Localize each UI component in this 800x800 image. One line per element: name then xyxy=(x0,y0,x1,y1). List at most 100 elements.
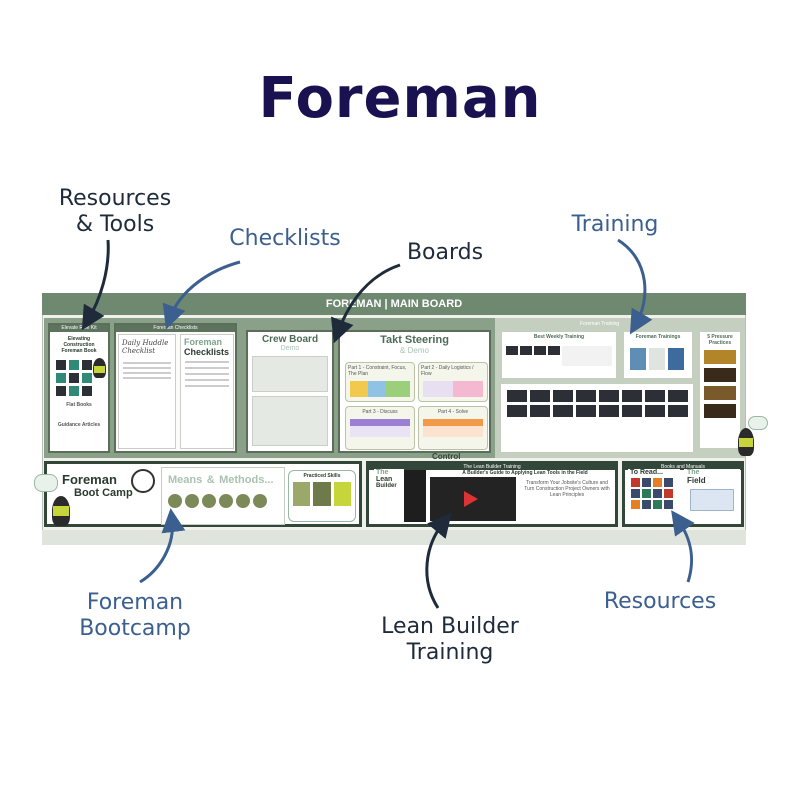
bootcamp-photo[interactable] xyxy=(253,494,267,508)
training-thumb[interactable] xyxy=(668,348,684,370)
training-weekly[interactable]: Best Weekly Training xyxy=(500,330,618,380)
video-thumb[interactable] xyxy=(548,346,560,355)
training-thumb[interactable] xyxy=(630,348,646,370)
checklist-page-right[interactable]: Foreman Checklists xyxy=(180,334,234,449)
callout-resources-tools: Resources & Tools xyxy=(40,186,190,238)
to-read-card[interactable]: To Read... xyxy=(628,469,680,523)
video-thumb[interactable] xyxy=(553,390,573,402)
resource-thumb[interactable] xyxy=(56,360,66,370)
resource-thumb[interactable] xyxy=(56,373,66,383)
checklist-page-left[interactable]: Daily Huddle Checklist xyxy=(118,334,176,449)
training-pressure-practices[interactable]: 5 Pressure Practices xyxy=(698,330,742,450)
takt-part-3[interactable]: Part 3 - Discuss xyxy=(345,406,415,450)
books-grid xyxy=(628,476,680,511)
means-methods-card[interactable]: Means & Methods... xyxy=(161,467,285,525)
takt-subtitle: & Demo xyxy=(340,346,489,355)
book-thumb[interactable] xyxy=(642,500,651,509)
means-amp: & xyxy=(206,474,215,486)
checklist-line xyxy=(185,379,229,381)
video-thumb[interactable] xyxy=(668,390,688,402)
resource-thumb[interactable] xyxy=(69,373,79,383)
book-thumb[interactable] xyxy=(631,489,640,498)
practice-thumb[interactable] xyxy=(704,368,736,382)
checklist-line xyxy=(185,367,229,369)
means-methods-heading: Means & Methods... xyxy=(162,468,284,490)
lean-book-builder: Builder xyxy=(376,483,397,489)
book-thumb[interactable] xyxy=(631,500,640,509)
video-thumb[interactable] xyxy=(576,390,596,402)
bootcamp-seal-icon xyxy=(131,469,155,493)
video-thumb[interactable] xyxy=(507,405,527,417)
video-thumb[interactable] xyxy=(599,390,619,402)
book-thumb[interactable] xyxy=(664,478,673,487)
takt-part-4[interactable]: Part 4 - Solve xyxy=(418,406,488,450)
practiced-photo[interactable] xyxy=(333,482,351,506)
board-footer xyxy=(42,530,746,545)
speech-bubble-icon xyxy=(34,474,58,492)
book-thumb[interactable] xyxy=(653,489,662,498)
bootcamp-photo[interactable] xyxy=(185,494,199,508)
bootcamp-title-2: Boot Camp xyxy=(74,487,133,499)
crew-board-panel[interactable]: Crew Board Demo xyxy=(246,330,334,453)
bootcamp-photo[interactable] xyxy=(236,494,250,508)
video-thumb[interactable] xyxy=(507,390,527,402)
lean-book-cover[interactable] xyxy=(404,470,426,522)
book-thumb[interactable] xyxy=(642,478,651,487)
crew-board-sub: Demo xyxy=(280,345,300,352)
resource-thumb[interactable] xyxy=(69,386,79,396)
checklists-header: Foreman Checklists xyxy=(116,325,235,332)
takt-part-3-chart xyxy=(350,419,410,437)
lean-builder-book[interactable]: The Lean Builder xyxy=(374,469,404,523)
video-thumb[interactable] xyxy=(576,405,596,417)
resource-thumb[interactable] xyxy=(69,360,79,370)
control-label: Control xyxy=(432,452,461,461)
resources-book-title: Elevating Construction Foreman Book xyxy=(61,336,97,354)
takt-part-1-chart xyxy=(350,381,410,397)
resource-thumb[interactable] xyxy=(82,386,92,396)
video-thumb[interactable] xyxy=(668,405,688,417)
safety-vest-icon xyxy=(53,506,69,516)
training-thumb[interactable] xyxy=(649,348,665,370)
book-thumb[interactable] xyxy=(642,489,651,498)
bootcamp-photo[interactable] xyxy=(202,494,216,508)
page-title: Foreman xyxy=(258,66,542,131)
to-read-title: To Read... xyxy=(630,469,663,476)
field-card[interactable]: The Field xyxy=(684,469,740,523)
video-thumb[interactable] xyxy=(622,405,642,417)
takt-part-1[interactable]: Part 1 - Constraint, Focus, The Plan xyxy=(345,362,415,402)
video-thumb[interactable] xyxy=(645,390,665,402)
training-foreman-trainings[interactable]: Foreman Trainings xyxy=(622,330,694,380)
video-thumb[interactable] xyxy=(506,346,518,355)
practiced-skills-card[interactable]: Practiced Skills xyxy=(288,470,356,522)
bootcamp-photo[interactable] xyxy=(168,494,182,508)
video-thumb[interactable] xyxy=(520,346,532,355)
video-thumb[interactable] xyxy=(645,405,665,417)
practice-thumb[interactable] xyxy=(704,386,736,400)
video-thumb[interactable] xyxy=(599,405,619,417)
book-thumb[interactable] xyxy=(664,500,673,509)
video-thumb[interactable] xyxy=(530,390,550,402)
lean-video-player[interactable] xyxy=(430,477,516,521)
practice-thumb[interactable] xyxy=(704,350,736,364)
speech-bubble-icon xyxy=(748,416,768,430)
video-thumb[interactable] xyxy=(553,405,573,417)
takt-part-2[interactable]: Part 2 - Daily Logistics / Flow xyxy=(418,362,488,402)
crew-board-grid xyxy=(252,356,328,392)
video-thumb[interactable] xyxy=(530,405,550,417)
resource-thumb[interactable] xyxy=(82,373,92,383)
practiced-photo[interactable] xyxy=(313,482,331,506)
book-thumb[interactable] xyxy=(664,489,673,498)
play-icon[interactable] xyxy=(464,491,478,507)
book-thumb[interactable] xyxy=(653,500,662,509)
video-thumb[interactable] xyxy=(622,390,642,402)
video-thumb[interactable] xyxy=(534,346,546,355)
checklists-title-2: Checklists xyxy=(184,347,230,357)
resource-thumb[interactable] xyxy=(56,386,66,396)
book-thumb[interactable] xyxy=(631,478,640,487)
resources-tools-panel[interactable]: Elevate Rise Kit Elevating Construction … xyxy=(48,323,110,453)
resource-thumb[interactable] xyxy=(82,360,92,370)
book-thumb[interactable] xyxy=(653,478,662,487)
practiced-photo[interactable] xyxy=(293,482,311,506)
practice-thumb[interactable] xyxy=(704,404,736,418)
bootcamp-photo[interactable] xyxy=(219,494,233,508)
